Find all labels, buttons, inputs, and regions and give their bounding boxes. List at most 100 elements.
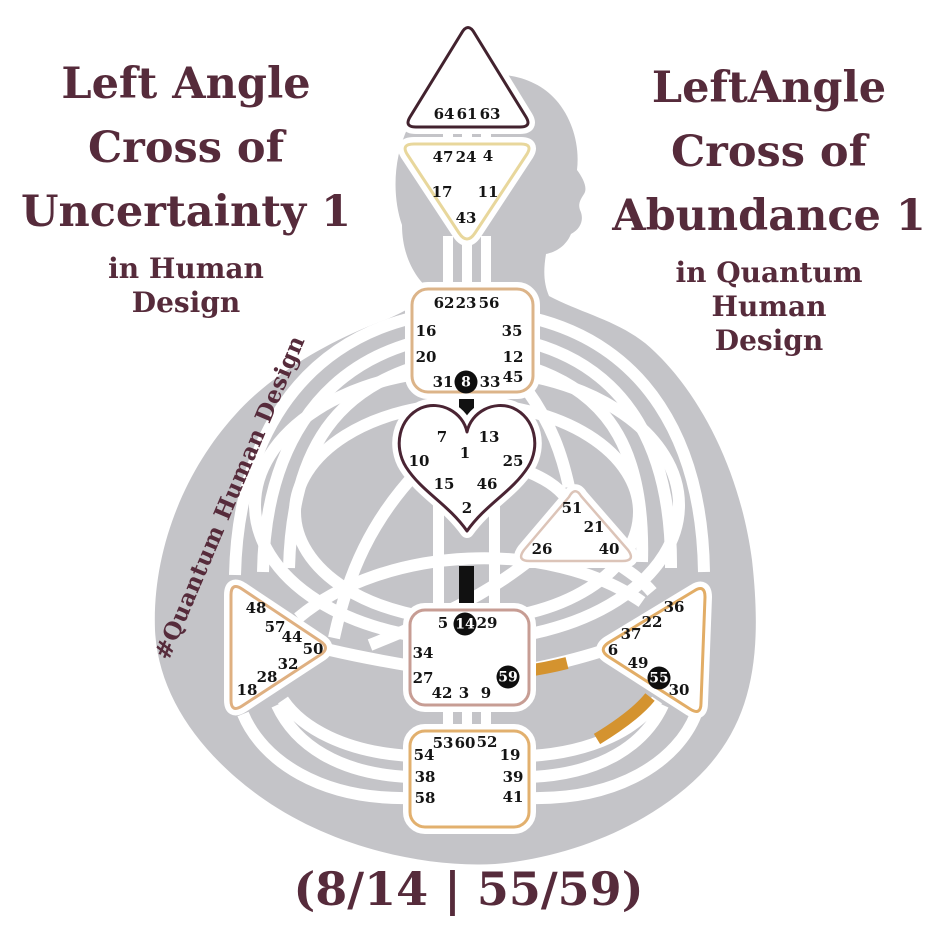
left-sub-line2: Design (131, 286, 241, 319)
gate-51: 51 (561, 499, 583, 517)
gate-28: 28 (256, 668, 278, 686)
channel-root-solar-39 (529, 702, 669, 783)
gate-38: 38 (414, 768, 436, 786)
gate-46: 46 (476, 475, 498, 493)
gate-23: 23 (455, 294, 477, 312)
g-center-shape (397, 404, 537, 533)
gate-44: 44 (281, 628, 303, 646)
left-cross-title: Left Angle Cross of Uncertainty 1 in Hum… (18, 52, 354, 320)
gate-34: 34 (412, 644, 434, 662)
defined-channel-14-2 (459, 566, 474, 612)
channel-throat-solar-1 (530, 312, 710, 573)
gate-18: 18 (236, 681, 258, 699)
gate-35: 35 (501, 322, 523, 340)
gate-25: 25 (502, 452, 524, 470)
channel-root-spleen-58 (237, 711, 411, 805)
channel-throat-spleen-2 (257, 337, 414, 573)
gate-57: 57 (264, 618, 286, 636)
right-sub-line3: Design (714, 324, 824, 357)
gate-37: 37 (620, 625, 642, 643)
gate-13: 13 (478, 428, 500, 446)
gate-22: 22 (641, 613, 663, 631)
channel-root-spleen-38 (271, 702, 411, 783)
will-center-shape (519, 490, 633, 563)
gate-27: 27 (412, 669, 434, 687)
cross-gates-label: (8/14 | 55/59) (293, 862, 644, 916)
gate-48: 48 (245, 599, 267, 617)
gate-43: 43 (455, 209, 477, 227)
left-title-line1: Left Angle (61, 59, 311, 109)
channel-throat-solar-2 (530, 337, 678, 569)
gate-11: 11 (477, 183, 499, 201)
left-title-line2: Cross of (87, 123, 285, 173)
right-title-subtitle: in Quantum Human Design (608, 256, 930, 358)
channel-root-solar-41 (529, 711, 702, 805)
root-center-shape (408, 729, 531, 829)
channel-throat-spleen-1 (229, 312, 414, 576)
gate-31: 31 (432, 373, 454, 391)
throat-center-shape (410, 287, 535, 394)
gate-40: 40 (598, 540, 620, 558)
gate-54: 54 (413, 746, 435, 764)
gate-1: 1 (459, 444, 471, 462)
channel-g-spleen (328, 467, 422, 640)
gate-60: 60 (454, 734, 476, 752)
gate-58: 58 (414, 789, 436, 807)
gate-21: 21 (583, 518, 605, 536)
gate-16: 16 (415, 322, 437, 340)
gate-5: 5 (437, 614, 449, 632)
right-title-line2: Cross of (670, 127, 868, 177)
gate-7: 7 (436, 428, 448, 446)
gate-20: 20 (415, 348, 437, 366)
gate-64: 64 (433, 105, 455, 123)
head-center-shape (406, 26, 530, 129)
gate-9: 9 (480, 684, 492, 702)
gate-36: 36 (663, 598, 685, 616)
gate-62: 62 (433, 294, 455, 312)
channel-diagonal (294, 552, 646, 623)
center-shapes (224, 20, 712, 834)
gate-49: 49 (627, 654, 649, 672)
channel-throat-will (522, 386, 575, 489)
gate-2: 2 (461, 499, 473, 517)
gate-50: 50 (302, 640, 324, 658)
right-cross-title: LeftAngle Cross of Abundance 1 in Quantu… (608, 56, 930, 358)
gate-61: 61 (456, 105, 478, 123)
right-sub-line2: Human (711, 290, 827, 323)
gate-42: 42 (431, 684, 453, 702)
gate-53: 53 (432, 734, 454, 752)
left-title-line3: Uncertainty 1 (20, 187, 352, 237)
gate-29: 29 (476, 614, 498, 632)
gate-14-highlighted: 14 (453, 612, 477, 636)
gate-59-highlighted: 59 (496, 665, 520, 689)
channel-throat-spleen-3 (283, 362, 414, 569)
gate-19: 19 (499, 746, 521, 764)
gate-30: 30 (668, 681, 690, 699)
gate-47: 47 (432, 148, 454, 166)
left-sub-line1: in Human (108, 252, 264, 285)
gate-4: 4 (482, 147, 494, 165)
gate-33: 33 (479, 373, 501, 391)
gate-10: 10 (408, 452, 430, 470)
gate-52: 52 (476, 733, 498, 751)
right-sub-line1: in Quantum (675, 256, 863, 289)
gate-56: 56 (478, 294, 500, 312)
right-title-line3: Abundance 1 (612, 191, 926, 241)
gate-17: 17 (431, 183, 453, 201)
channel-throat-solar-3 (530, 362, 649, 563)
right-title-line1: LeftAngle (651, 63, 887, 113)
gate-24: 24 (455, 148, 477, 166)
gate-63: 63 (479, 105, 501, 123)
gate-32: 32 (277, 655, 299, 673)
ajna-center-shape (403, 142, 531, 241)
gate-3: 3 (458, 684, 470, 702)
solar-plexus-center-shape (601, 587, 707, 713)
spleen-center-shape (229, 585, 327, 710)
gate-55-highlighted: 55 (647, 666, 671, 690)
gate-26: 26 (531, 540, 553, 558)
gate-6: 6 (607, 641, 619, 659)
left-title-subtitle: in Human Design (18, 252, 354, 320)
channel-root-spleen-54 (278, 696, 411, 762)
